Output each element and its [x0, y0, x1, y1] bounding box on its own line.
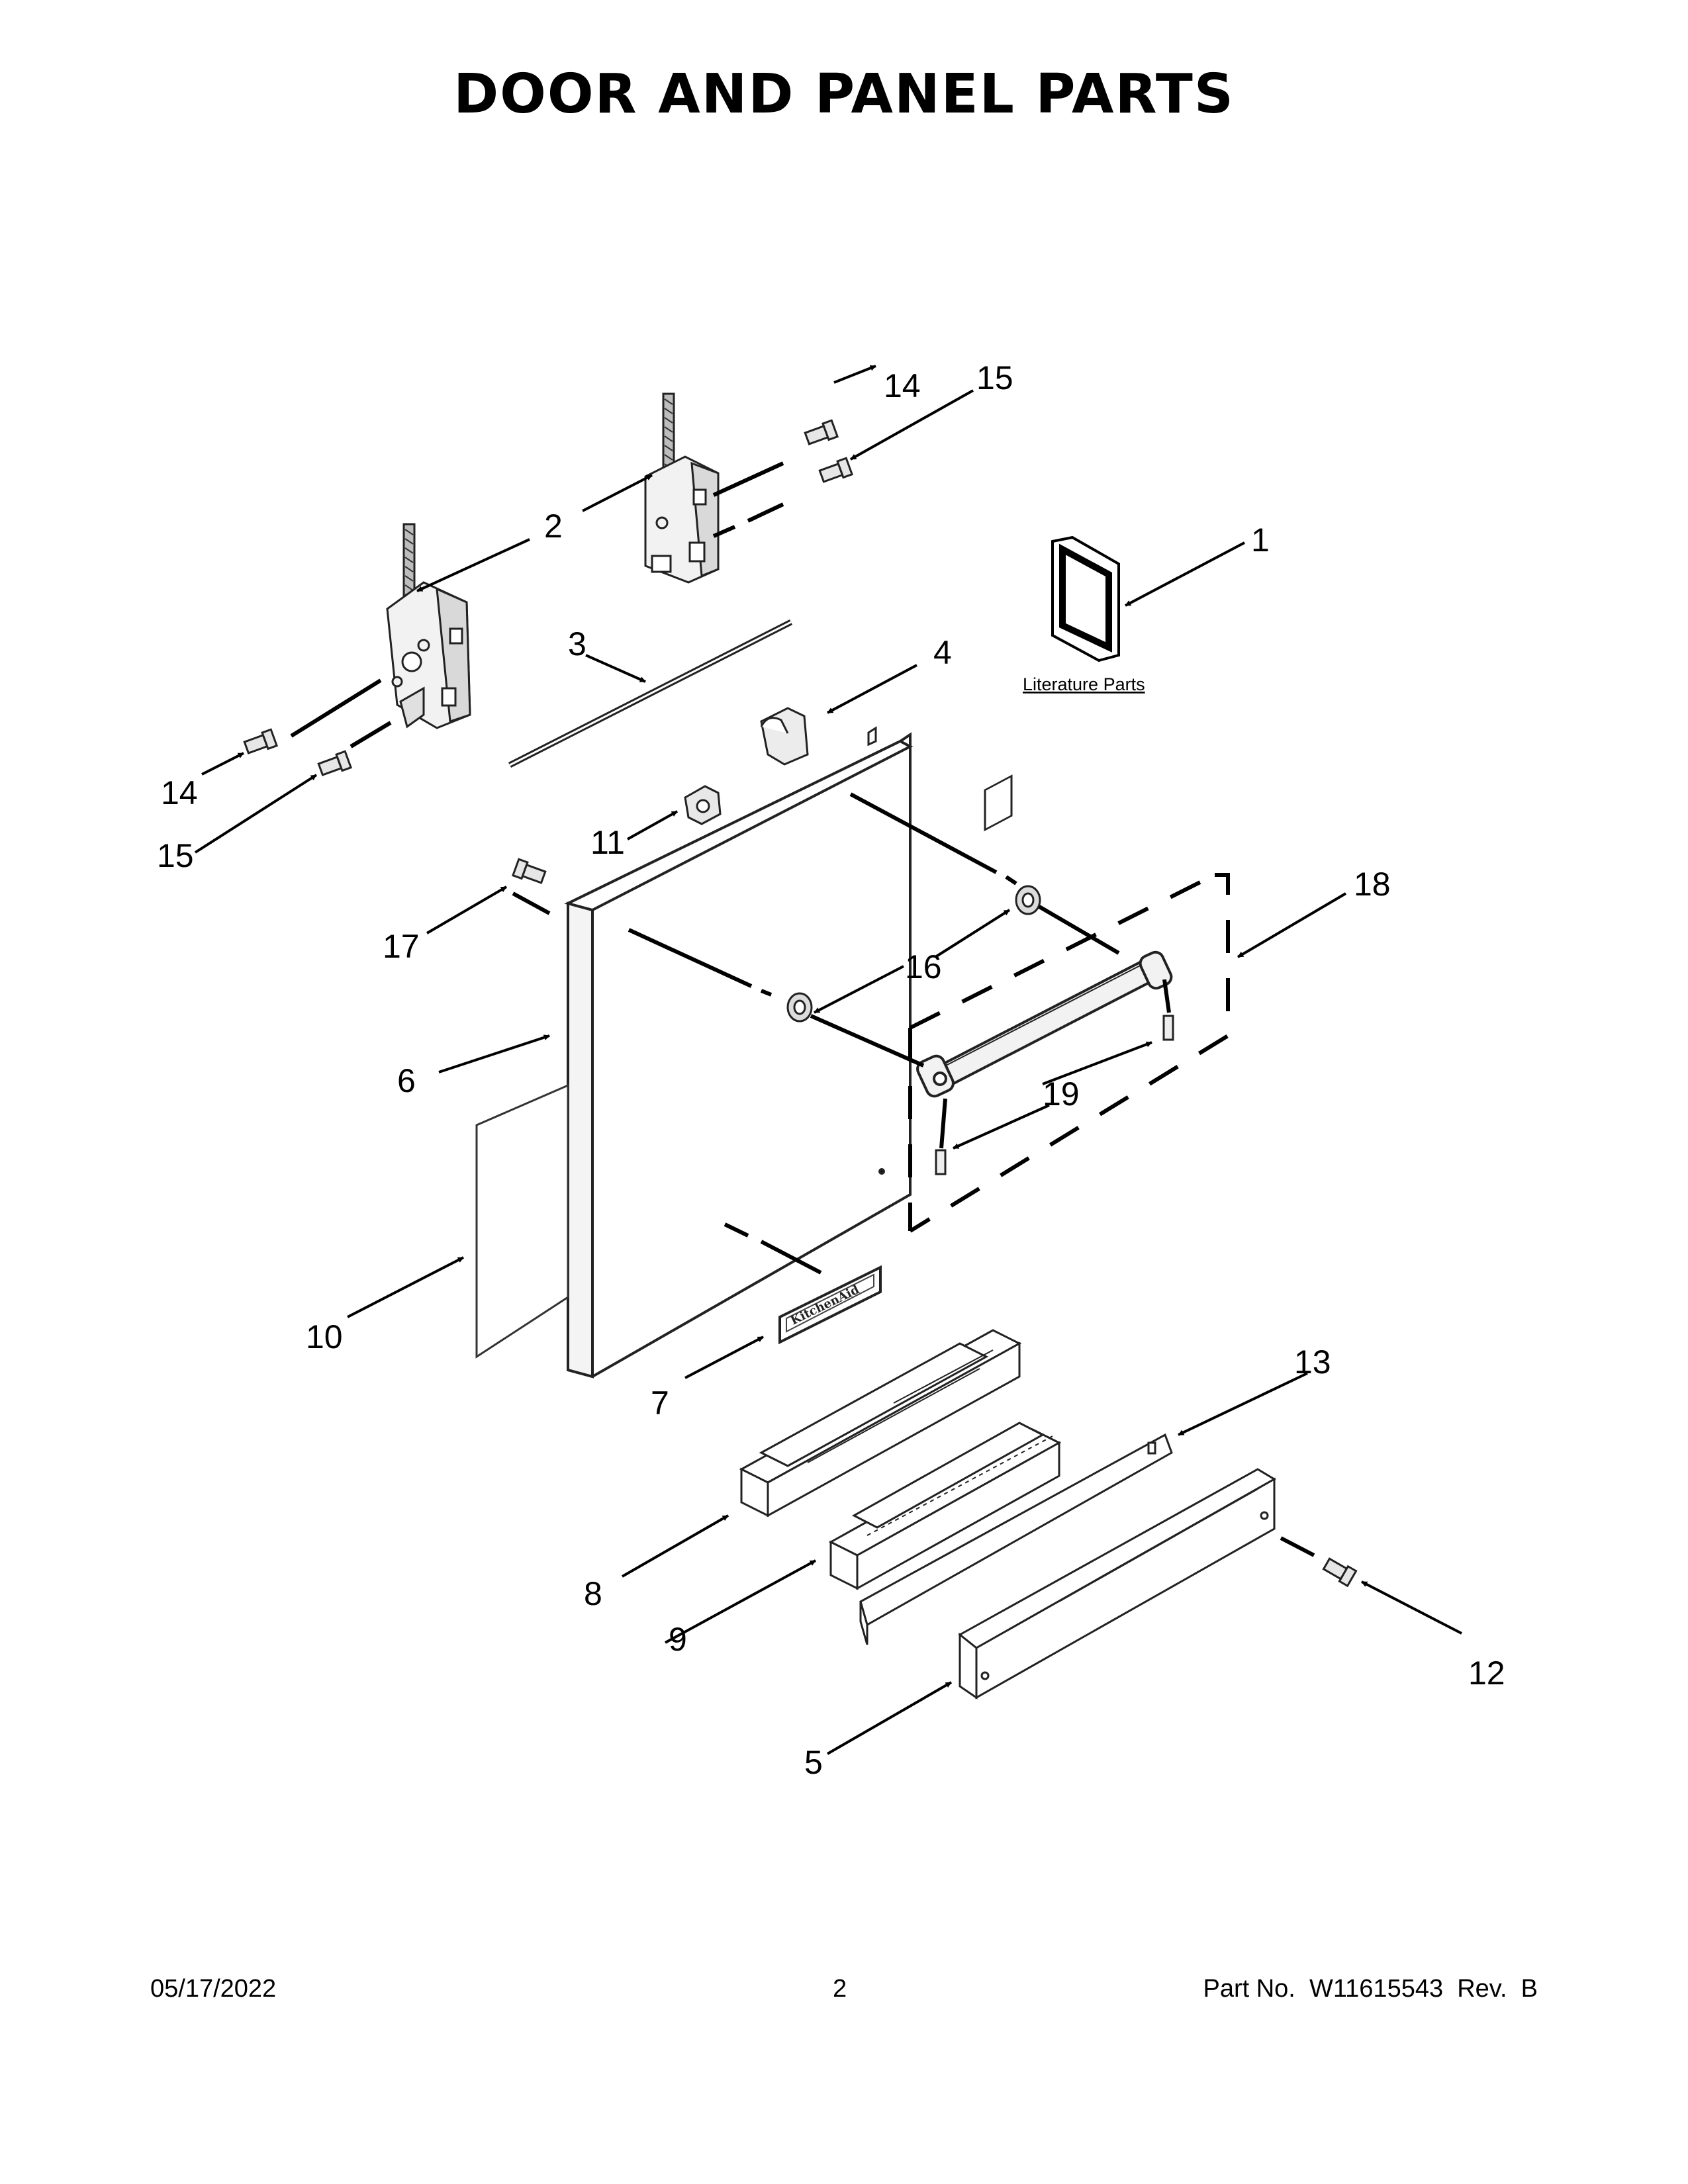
callout-7: 7 — [651, 1385, 669, 1422]
callout-6: 6 — [397, 1062, 416, 1099]
door-insulation-pad — [475, 1083, 569, 1359]
page-title: DOOR AND PANEL PARTS — [453, 63, 1235, 126]
callout-13: 13 — [1294, 1343, 1331, 1381]
callout-14-left: 14 — [161, 774, 198, 811]
door-wire-rod — [508, 619, 793, 768]
callout-2: 2 — [544, 508, 563, 545]
callout-15-left: 15 — [157, 837, 194, 874]
right-door-hinge — [644, 392, 720, 584]
toe-panel-screw — [1322, 1557, 1358, 1588]
handle-set-screw — [935, 1015, 1174, 1175]
callout-8: 8 — [584, 1575, 602, 1612]
callout-leaders — [194, 365, 1462, 1755]
toe-panel-bracket — [958, 1468, 1276, 1700]
callout-18: 18 — [1354, 866, 1391, 903]
logo-badge-part — [778, 1265, 882, 1345]
left-door-hinge — [386, 523, 471, 729]
callout-12: 12 — [1468, 1655, 1505, 1692]
footer-part-number: Part No. W11615543 Rev. B — [1203, 1975, 1538, 2003]
callout-19: 19 — [1043, 1075, 1080, 1113]
door-latch-assembly — [684, 785, 722, 825]
door-panel-screw — [511, 858, 547, 884]
callout-14-right: 14 — [884, 367, 921, 404]
literature-book-part — [1051, 535, 1120, 662]
callout-3: 3 — [568, 625, 586, 662]
footer-page-number: 2 — [833, 1975, 847, 2003]
hinge-screw-part — [243, 419, 854, 776]
callout-16: 16 — [905, 948, 942, 985]
door-trim-strip — [859, 1433, 1173, 1645]
handle-mount-part — [786, 885, 1041, 1023]
outer-door-panel — [564, 726, 914, 1379]
callout-15-right: 15 — [976, 359, 1013, 396]
door-latch-bracket — [760, 707, 809, 766]
footer-date: 05/17/2022 — [150, 1975, 277, 2003]
callout-17: 17 — [383, 928, 420, 965]
callout-5: 5 — [804, 1744, 823, 1781]
callout-numbers: 1 2 3 4 5 6 7 8 9 10 11 12 13 14 14 15 1… — [157, 359, 1505, 1781]
door-handle-bar — [916, 950, 1173, 1098]
handle-group-bracket — [908, 873, 1230, 1233]
door-foam-block-upper — [739, 774, 1022, 1518]
literature-parts-label: Literature Parts — [1023, 674, 1145, 694]
callout-4: 4 — [933, 634, 952, 671]
callout-1: 1 — [1251, 522, 1270, 559]
callout-10: 10 — [306, 1318, 343, 1355]
assembly-lines — [290, 461, 1315, 1557]
door-foam-block-lower — [828, 1422, 1062, 1590]
callout-9: 9 — [669, 1621, 687, 1658]
callout-11: 11 — [590, 824, 625, 861]
